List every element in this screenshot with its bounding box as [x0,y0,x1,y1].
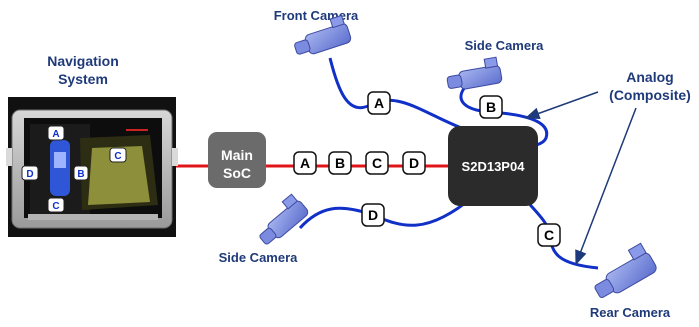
analog-arrow-2 [575,107,637,266]
front-camera-cable [328,57,473,134]
analog-line-1: Analog [626,69,674,85]
bus-badge-c: C [365,151,389,175]
camera-icon-rear [594,242,657,298]
side-camera-bottom-cable [298,194,475,230]
analog-composite-label: Analog (Composite) [590,68,699,104]
main-soc-line-2: SoC [223,165,251,181]
svg-text:B: B [335,155,345,171]
analog-arrow-1 [524,91,599,120]
screen-badge-left: D [21,165,39,181]
svg-text:A: A [52,129,59,140]
side-camera-bottom-label: Side Camera [218,250,298,265]
main-soc-line-1: Main [221,147,253,163]
rear-view-image [88,146,150,205]
link-badge-rear: C [537,223,561,247]
link-badge-side-top: B [479,95,503,119]
svg-text:B: B [77,169,84,180]
svg-text:D: D [368,207,378,223]
side-camera-top-label: Side Camera [464,38,544,53]
screen-badge-right: C [109,147,127,163]
screen-badge-top: A [47,125,65,141]
svg-text:B: B [486,99,496,115]
screen-badge-bottom: C [47,197,65,213]
svg-text:A: A [300,155,310,171]
navigation-system-title: Navigation System [28,52,138,88]
camera-icon-front [294,14,352,55]
svg-text:C: C [372,155,382,171]
link-badge-side-bottom: D [361,203,385,227]
svg-text:C: C [52,201,59,212]
svg-text:D: D [26,169,33,180]
chip-label: S2D13P04 [462,159,526,174]
camera-icon-side-bottom [259,193,309,245]
s2d13p04-chip [448,126,538,206]
camera-icon-side-top [446,56,503,90]
main-soc-block [208,132,266,188]
bus-badge-d: D [402,151,426,175]
bus-badge-a: A [293,151,317,175]
analog-line-2: (Composite) [609,87,691,103]
screen-badge-middle: B [73,165,89,181]
nav-title-line-1: Navigation [47,53,119,69]
nav-title-line-2: System [58,71,108,87]
svg-text:C: C [114,151,121,162]
bus-badge-b: B [328,151,352,175]
link-badge-front: A [367,91,391,115]
svg-text:C: C [544,227,554,243]
svg-text:D: D [409,155,419,171]
rear-camera-label: Rear Camera [589,305,671,320]
svg-text:A: A [374,95,384,111]
